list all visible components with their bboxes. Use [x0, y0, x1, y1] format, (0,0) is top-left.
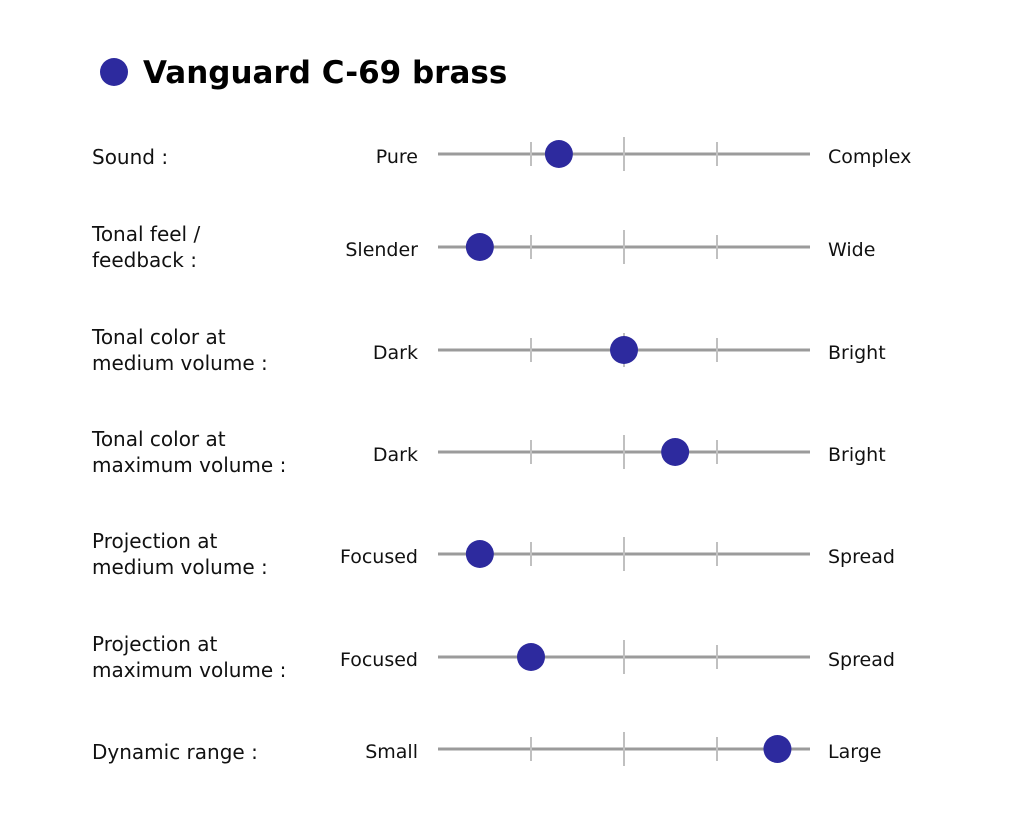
- chart-title: Vanguard C-69 brass: [143, 55, 507, 91]
- scale-row: Tonal feel /feedback : Slender Wide: [91, 222, 875, 272]
- scale-row: Sound : Pure Complex: [92, 137, 911, 171]
- value-marker: [610, 336, 638, 364]
- right-anchor-label: Spread: [828, 546, 895, 568]
- row-label: maximum volume :: [92, 658, 286, 682]
- row-label: maximum volume :: [92, 453, 286, 477]
- value-marker: [661, 438, 690, 466]
- value-marker: [465, 540, 494, 568]
- right-anchor-label: Large: [828, 741, 881, 763]
- value-marker: [517, 643, 545, 671]
- value-marker: [544, 140, 573, 168]
- row-label: medium volume :: [92, 555, 268, 579]
- row-label: medium volume :: [92, 351, 268, 375]
- row-label: Tonal color at: [91, 427, 226, 451]
- left-anchor-label: Focused: [340, 649, 418, 671]
- right-anchor-label: Spread: [828, 649, 895, 671]
- left-anchor-label: Slender: [345, 239, 418, 261]
- row-label: feedback :: [92, 248, 197, 272]
- right-anchor-label: Complex: [828, 146, 911, 168]
- right-anchor-label: Wide: [828, 239, 875, 261]
- left-anchor-label: Pure: [376, 146, 418, 168]
- value-marker: [465, 233, 494, 261]
- left-anchor-label: Dark: [373, 444, 418, 466]
- right-anchor-label: Bright: [828, 444, 886, 466]
- value-marker: [763, 735, 792, 763]
- right-anchor-label: Bright: [828, 342, 886, 364]
- scale-row: Dynamic range : Small Large: [92, 732, 881, 766]
- left-anchor-label: Dark: [373, 342, 418, 364]
- row-label: Projection at: [92, 529, 218, 553]
- row-label: Tonal color at: [91, 325, 226, 349]
- left-anchor-label: Focused: [340, 546, 418, 568]
- row-label: Dynamic range :: [92, 740, 258, 764]
- row-label: Projection at: [92, 632, 218, 656]
- row-label: Sound :: [92, 145, 168, 169]
- row-label: Tonal feel /: [91, 222, 200, 246]
- left-anchor-label: Small: [365, 741, 418, 763]
- legend-marker: [100, 58, 128, 86]
